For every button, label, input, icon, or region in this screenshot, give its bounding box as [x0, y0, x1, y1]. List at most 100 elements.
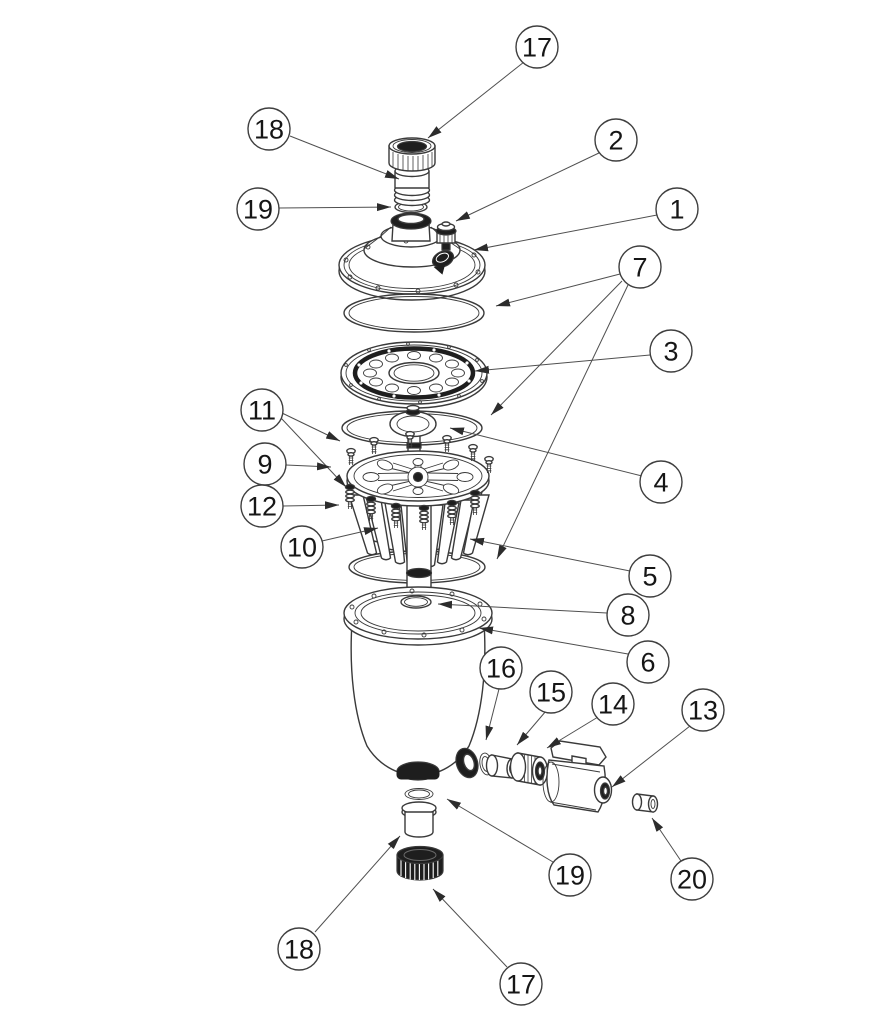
callout-number: 8 [620, 601, 635, 631]
callout-17-bottom: 17 [499, 962, 543, 1006]
leader-13 [611, 725, 691, 788]
callout-16: 16 [479, 646, 523, 690]
callout-1: 1 [655, 187, 699, 231]
part-air-bleed-assembly [389, 404, 437, 454]
callout-circle [499, 962, 543, 1006]
plate-holes [363, 351, 465, 395]
leader-11-b [280, 417, 347, 488]
callout-19-bottom: 19 [548, 853, 592, 897]
callout-circle [626, 640, 670, 684]
callout-number: 17 [506, 970, 536, 1000]
callout-number: 1 [669, 195, 684, 225]
part-drain-tailpiece [401, 801, 437, 838]
leader-17-bottom [432, 888, 508, 968]
callout-circle [618, 245, 662, 289]
leader-5 [469, 537, 631, 572]
callout-number: 18 [254, 115, 284, 145]
callout-10: 10 [280, 525, 324, 569]
callout-number: 17 [522, 33, 552, 63]
leader-7-lower [496, 284, 629, 560]
callout-circle [670, 857, 714, 901]
callout-5: 5 [628, 554, 672, 598]
part-lid-neck [390, 212, 432, 242]
leader-1 [473, 214, 658, 252]
callout-number: 9 [257, 450, 272, 480]
leader-6 [478, 626, 629, 655]
part-union-nut-top [388, 137, 436, 172]
leader-19-top [278, 203, 392, 212]
leader-lines [278, 61, 691, 968]
part-pipe-adapter [631, 793, 659, 813]
callout-circle [594, 118, 638, 162]
callout-14: 14 [591, 682, 635, 726]
leader-14 [546, 716, 599, 749]
callout-circle [655, 187, 699, 231]
callout-17-top: 17 [515, 25, 559, 69]
leader-15 [516, 710, 547, 746]
callout-number: 16 [486, 654, 516, 684]
callout-15: 15 [529, 670, 573, 714]
callout-3: 3 [649, 329, 693, 373]
callout-18-top: 18 [247, 107, 291, 151]
callout-number: 13 [688, 696, 718, 726]
callout-number: 14 [598, 690, 628, 720]
callout-circle [649, 329, 693, 373]
leader-18-top [289, 135, 400, 180]
callout-circle [479, 646, 523, 690]
callout-circle [236, 187, 280, 231]
part-drain-valve [542, 740, 613, 813]
leader-20 [651, 817, 682, 862]
leader-7-middle [490, 280, 623, 416]
leader-19-bottom [446, 798, 554, 863]
callout-number: 15 [536, 678, 566, 708]
callout-number: 19 [555, 861, 585, 891]
part-drain-cap [396, 845, 444, 881]
callout-19-top: 19 [236, 187, 280, 231]
callout-circle [240, 484, 284, 528]
callout-13: 13 [681, 688, 725, 732]
leader-17-top [427, 61, 525, 139]
callout-circle [628, 554, 672, 598]
callout-number: 11 [248, 396, 276, 426]
callout-11: 11 [240, 388, 284, 432]
plate-rim-holes [344, 342, 484, 404]
leader-9 [285, 462, 332, 471]
callout-circle [280, 525, 324, 569]
part-oring-upper [343, 293, 485, 333]
callouts: 17 18 19 2 1 7 3 11 [236, 25, 725, 1006]
callout-20: 20 [670, 857, 714, 901]
leader-4 [449, 427, 643, 477]
manifold-slots [362, 458, 474, 495]
callout-circle [529, 670, 573, 714]
part-union-tailpiece-top [393, 164, 431, 207]
callout-12: 12 [240, 484, 284, 528]
leader-7-upper [495, 273, 621, 307]
callout-2: 2 [594, 118, 638, 162]
part-bulkhead-nut [509, 752, 549, 786]
callout-number: 3 [663, 337, 678, 367]
callout-circle [591, 682, 635, 726]
leader-16 [485, 688, 500, 741]
callout-6: 6 [626, 640, 670, 684]
part-drain-oring [404, 788, 434, 800]
leader-2 [455, 151, 602, 222]
leader-3 [474, 354, 651, 374]
callout-number: 10 [287, 533, 317, 563]
callout-circle [639, 460, 683, 504]
callout-4: 4 [639, 460, 683, 504]
tank-flange-bolt-holes [349, 588, 487, 638]
part-lid-plug [431, 250, 455, 275]
callout-number: 5 [642, 562, 657, 592]
leader-10 [321, 527, 379, 542]
callout-number: 18 [284, 935, 314, 965]
callout-7: 7 [618, 245, 662, 289]
part-separation-plate [340, 341, 488, 409]
callout-circle [606, 593, 650, 637]
part-tank-body [343, 586, 493, 781]
leader-18-bottom [314, 835, 401, 933]
callout-number: 7 [632, 253, 647, 283]
callout-8: 8 [606, 593, 650, 637]
callout-circle [515, 25, 559, 69]
callout-number: 12 [247, 492, 277, 522]
